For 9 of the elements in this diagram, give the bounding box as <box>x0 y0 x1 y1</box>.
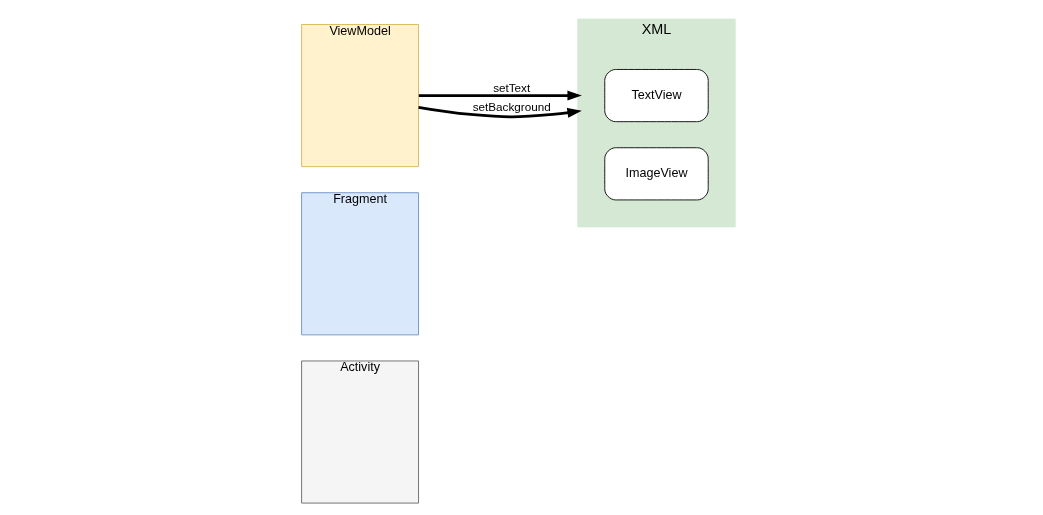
arrow <box>418 90 582 101</box>
node-box: ImageView <box>603 147 709 201</box>
edge-label: setBackground <box>472 100 551 114</box>
node-box: Fragment <box>300 192 419 336</box>
node-box: Activity <box>300 360 419 504</box>
node-box: ViewModel <box>300 24 419 168</box>
arrow <box>417 106 582 119</box>
edge-label: setText <box>492 81 530 95</box>
node-box: TextView <box>603 69 709 123</box>
